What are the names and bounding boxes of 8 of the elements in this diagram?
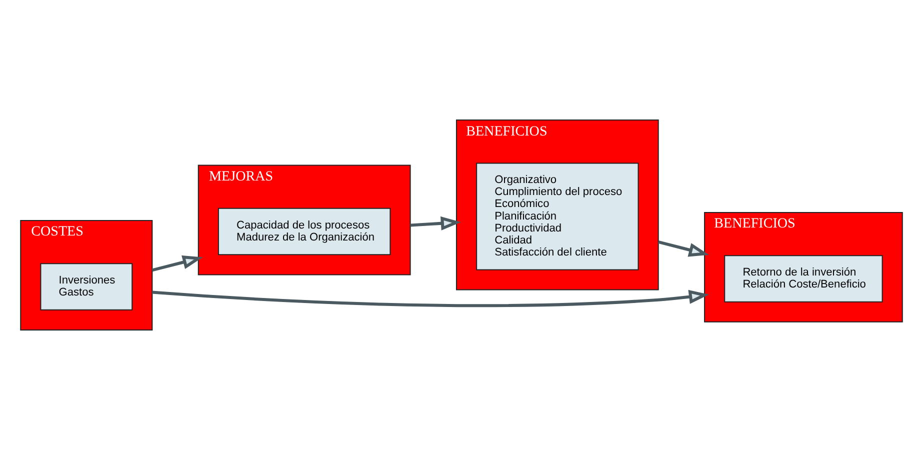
node-box: Capacidad de los procesos Madurez de la Organización	[218, 208, 391, 256]
node-box: Inversiones Gastos	[40, 263, 133, 310]
arrow	[658, 240, 709, 257]
node-box: Retorno de la inversión Relación Coste/Beneficio	[724, 255, 883, 302]
arrow	[152, 290, 710, 308]
arrow	[410, 216, 462, 230]
node-box: Organizativo Cumplimiento del proceso Económico Planificación Productividad Calidad Satisfacción del cliente	[476, 162, 639, 270]
arrow	[152, 255, 203, 272]
